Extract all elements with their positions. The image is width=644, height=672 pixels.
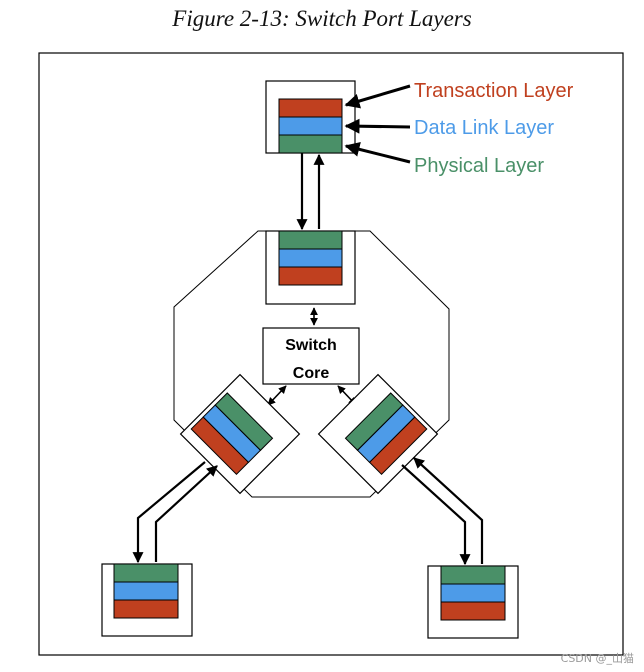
data-link-layer-label: Data Link Layer xyxy=(414,117,554,139)
top-device-data-link-layer xyxy=(278,116,343,136)
switch-core-label-line2: Core xyxy=(293,365,330,382)
outer-frame xyxy=(38,52,624,656)
top-device-port xyxy=(265,80,356,154)
physical-layer-label: Physical Layer xyxy=(414,155,544,177)
right-device-transaction-layer xyxy=(440,601,506,621)
transaction-pointer-arrow xyxy=(344,84,411,109)
left-bottom-device-port xyxy=(101,563,193,637)
right-bottom-device-port xyxy=(427,565,519,639)
upstream-port-transaction-layer xyxy=(278,266,343,286)
physical-pointer-arrow xyxy=(344,141,411,164)
top-device-physical-layer xyxy=(278,134,343,154)
upstream-port-data-link-layer xyxy=(278,248,343,268)
right-link-down-arrow xyxy=(401,464,471,566)
switch-core: Switch Core xyxy=(262,327,360,385)
right-downstream-switch-port xyxy=(317,373,439,495)
left-link-down-arrow xyxy=(132,461,206,564)
left-device-transaction-layer xyxy=(113,599,179,619)
watermark: CSDN @_山猫 xyxy=(560,652,634,665)
right-device-physical-layer xyxy=(440,565,506,585)
core-left-port-arrow xyxy=(267,385,287,406)
switch-body-outline xyxy=(173,230,450,498)
upstream-port-physical-layer xyxy=(278,230,343,250)
top-device-transaction-layer xyxy=(278,98,343,118)
left-port-physical-layer xyxy=(214,392,274,451)
right-link-up-arrow xyxy=(413,457,484,564)
left-link-up-arrow xyxy=(154,465,218,562)
data-link-pointer-arrow xyxy=(344,118,411,134)
upstream-switch-port xyxy=(265,230,356,305)
right-device-data-link-layer xyxy=(440,583,506,603)
switch-core-label-line1: Switch xyxy=(285,337,337,354)
left-device-data-link-layer xyxy=(113,581,179,601)
right-port-physical-layer xyxy=(344,392,404,451)
left-downstream-switch-port xyxy=(179,373,301,495)
transaction-layer-label: Transaction Layer xyxy=(414,80,574,102)
left-device-physical-layer xyxy=(113,563,179,583)
figure-title: Figure 2-13: Switch Port Layers xyxy=(172,6,472,31)
